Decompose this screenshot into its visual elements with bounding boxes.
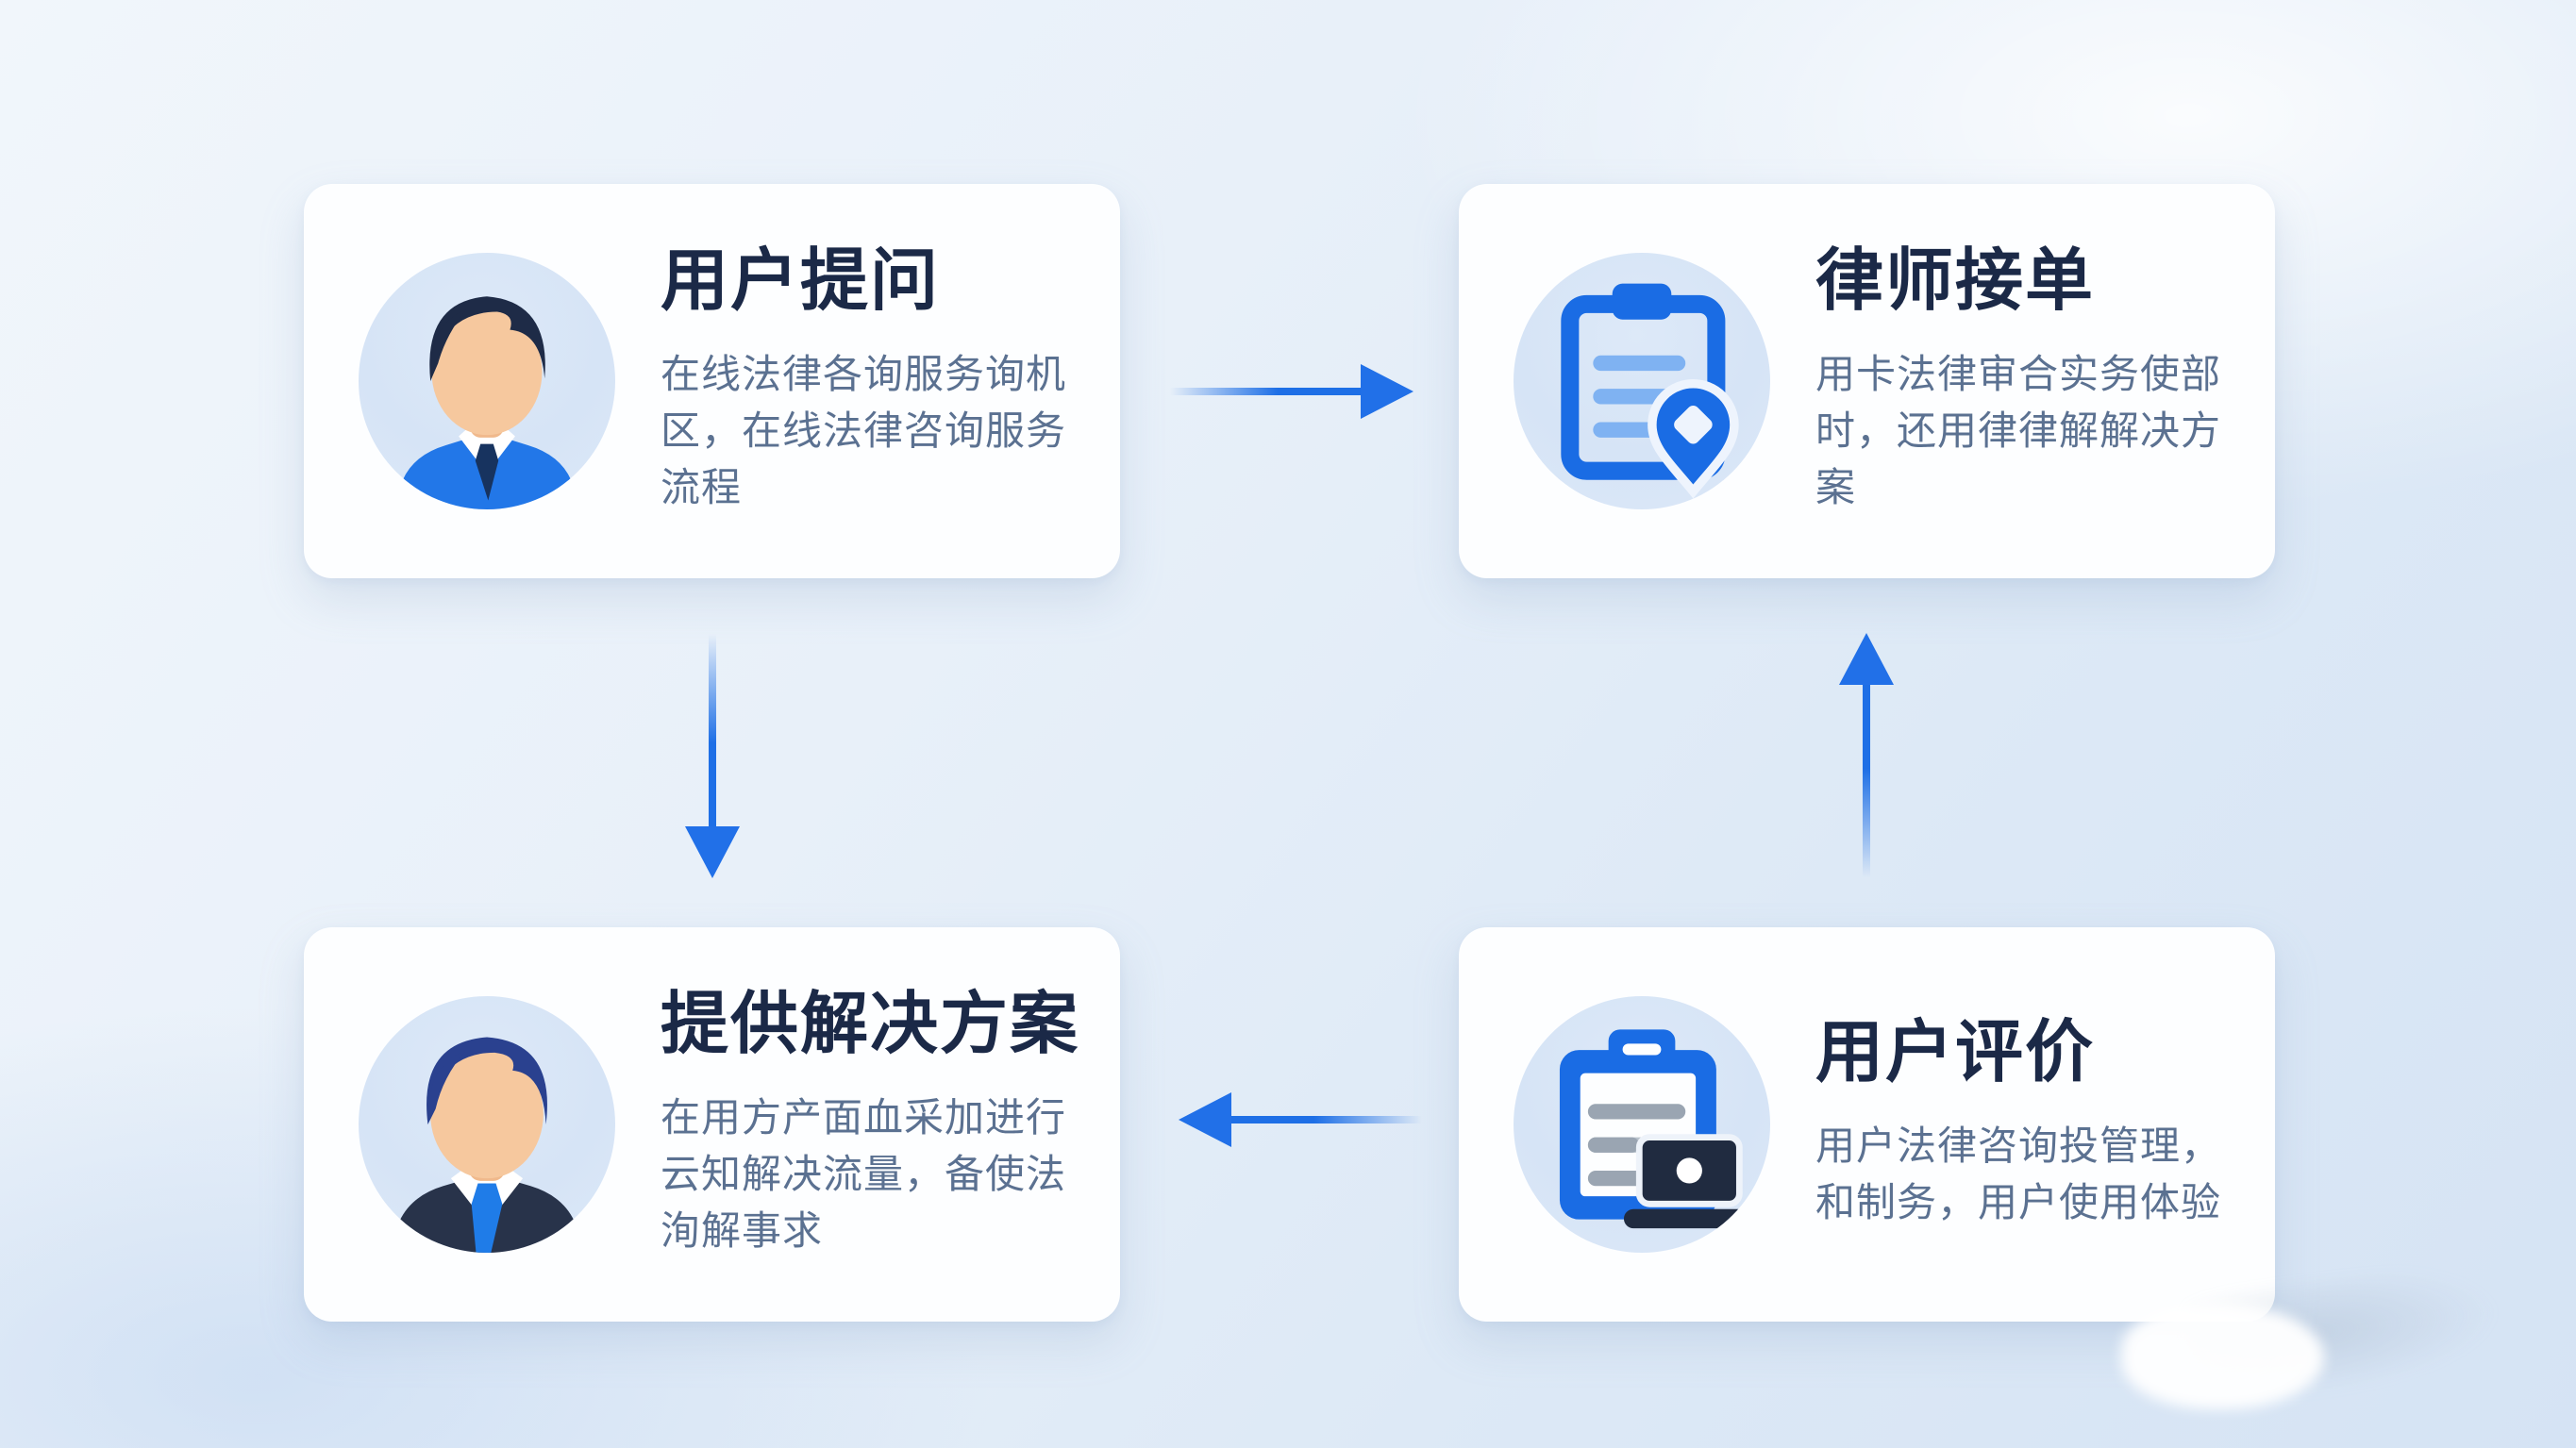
- arrow-up-icon: [1839, 633, 1894, 877]
- clipboard-location-pin-icon: [1514, 253, 1770, 509]
- card-title: 用户提问: [661, 243, 941, 320]
- businessman-blue-suit-avatar-icon: [396, 296, 577, 509]
- clipboard-laptop-icon: [1514, 996, 1770, 1253]
- card-title: 用户评价: [1815, 1015, 2096, 1091]
- arrow-right-icon: [1170, 364, 1413, 419]
- card-description: 在用方产面血采加进行云知解决流量，备使法洵解事求: [661, 1094, 1067, 1253]
- businessman-dark-suit-avatar-icon: [359, 996, 615, 1253]
- businessman-dark-suit-avatar-icon: [392, 1037, 582, 1253]
- card-user-question: 用户提问 在线法律各询服务询机区，在线法律咨询服务流程: [304, 184, 1120, 578]
- card-description: 用卡法律审合实务使部时，还用律律解解决方案: [1815, 351, 2222, 509]
- clipboard-laptop-icon: [1559, 1029, 1752, 1229]
- card-description: 用户法律咨询投管理，和制务，用户使用体验: [1815, 1123, 2222, 1224]
- businessman-blue-suit-avatar-icon: [359, 253, 615, 509]
- card-lawyer-accept-order: 律师接单 用卡法律审合实务使部时，还用律律解解决方案: [1459, 184, 2275, 578]
- card-title: 律师接单: [1815, 243, 2096, 320]
- arrow-down-icon: [685, 634, 740, 878]
- card-provide-solution: 提供解决方案 在用方产面血采加进行云知解决流量，备使法洵解事求: [304, 927, 1120, 1322]
- card-description: 在线法律各询服务询机区，在线法律咨询服务流程: [661, 351, 1067, 509]
- arrow-left-icon: [1179, 1092, 1422, 1147]
- card-title: 提供解决方案: [661, 987, 1080, 1063]
- watermark-smudge-highlight: [2121, 1304, 2324, 1409]
- clipboard-location-pin-icon: [1561, 283, 1739, 499]
- card-user-review: 用户评价 用户法律咨询投管理，和制务，用户使用体验: [1459, 927, 2275, 1322]
